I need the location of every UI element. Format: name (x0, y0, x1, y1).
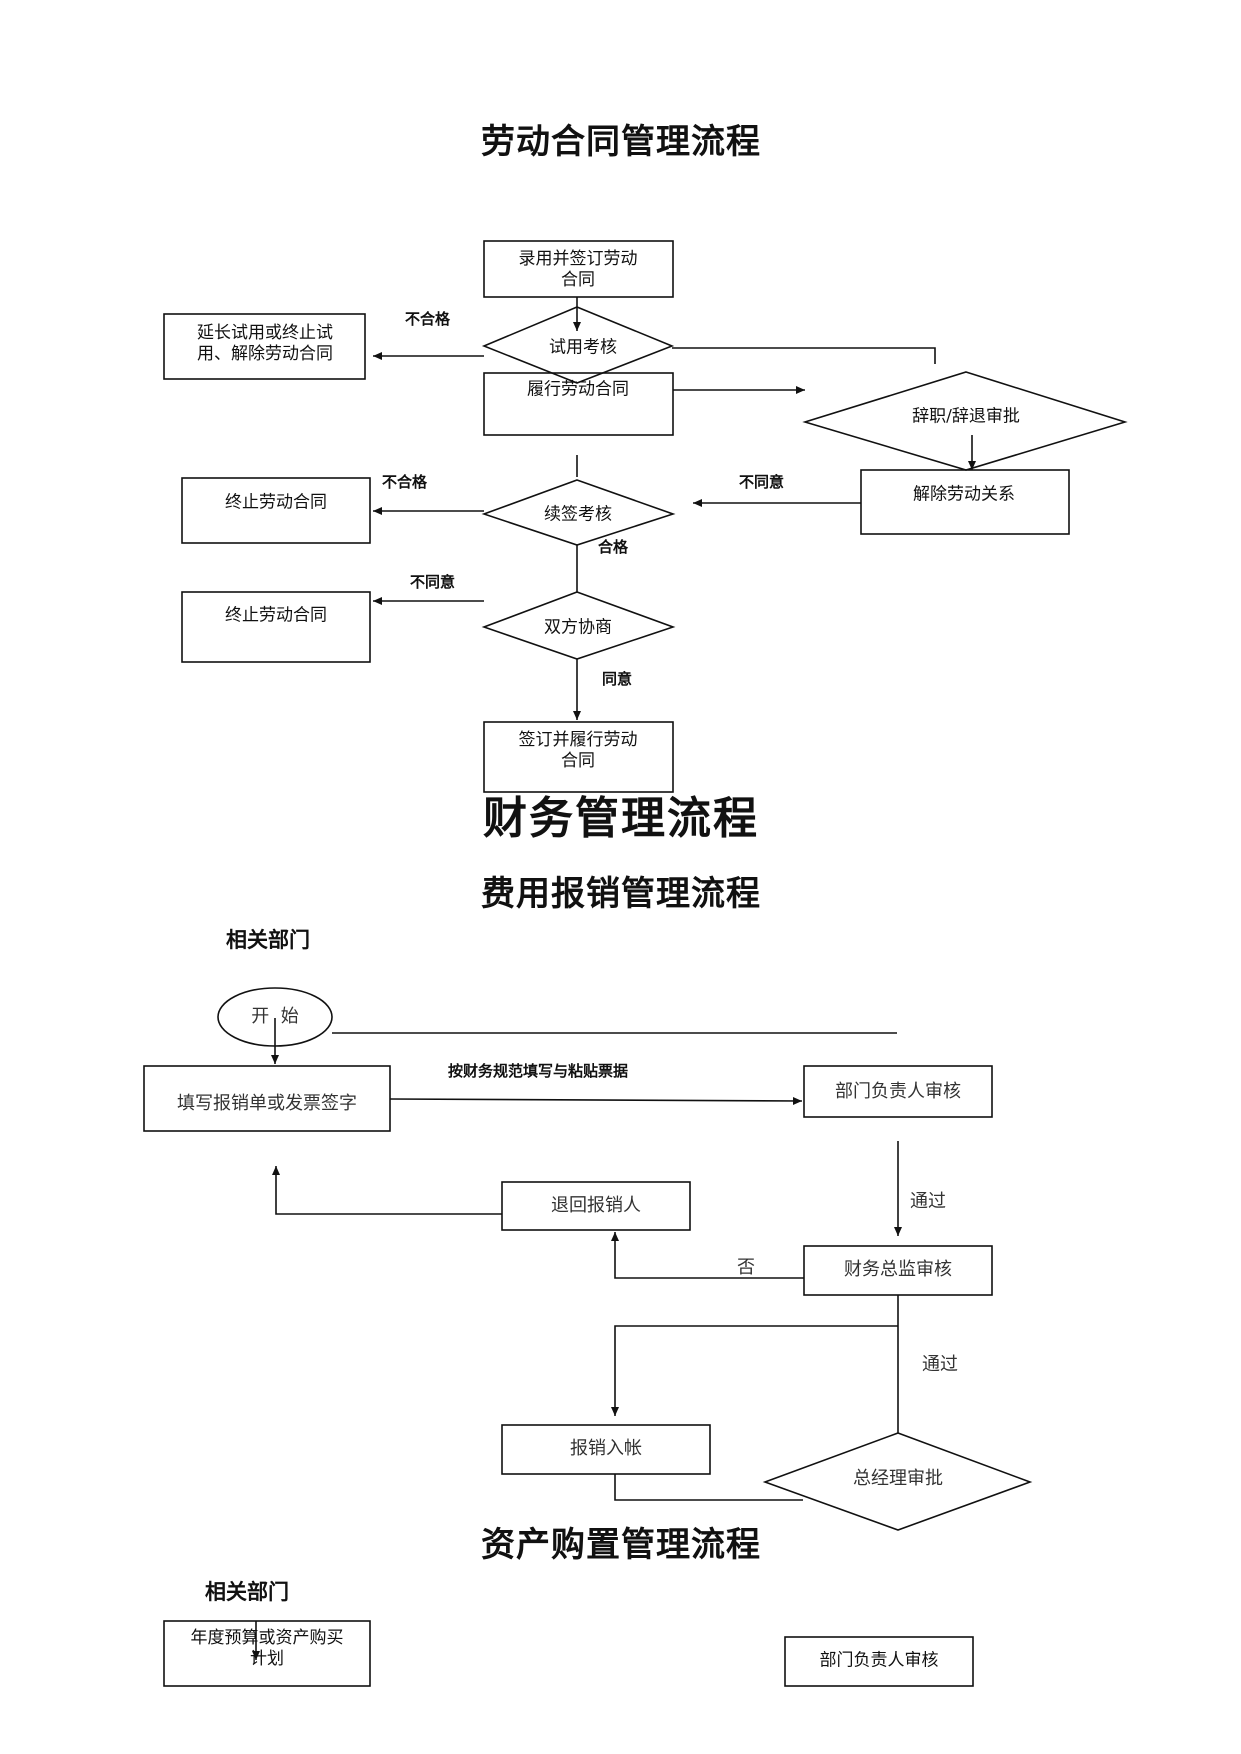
node-dept-head-review-label: 部门负责人审核 (835, 1081, 961, 1102)
node-return-to-claimant-label: 退回报销人 (551, 1195, 641, 1216)
node-reimburse-entry-label: 报销入帐 (570, 1438, 642, 1459)
node-resign-approval-label: 辞职/辞退审批 (912, 406, 1020, 427)
edge-label-disagree-2: 不同意 (410, 573, 456, 591)
edge-return-to-fill (272, 1166, 502, 1215)
edge-finance-to-reimburse (611, 1325, 898, 1416)
edge-gm-to-reimburse (614, 1474, 803, 1501)
node-probation-review-label: 试用考核 (549, 337, 617, 358)
edge-label-pass-1: 通过 (910, 1191, 946, 1212)
node-gm-approval-label: 总经理审批 (853, 1468, 943, 1489)
edge-label-pass-2: 通过 (922, 1354, 958, 1375)
node-box-dissolve-relation (860, 469, 1070, 535)
node-box-asset-dept-head-review (784, 1636, 974, 1687)
section3-dept-label: 相关部门 (205, 1580, 289, 1604)
section2-title: 费用报销管理流程 (481, 874, 761, 914)
node-diamond-probation-review (481, 306, 675, 384)
node-box-sign-contract (483, 240, 674, 298)
edge-label-qualified: 合格 (598, 538, 629, 556)
edge-label-unqualified-1: 不合格 (405, 310, 451, 328)
node-box-extend-probation (163, 313, 366, 380)
edge-label-unqualified-2: 不合格 (382, 473, 428, 491)
node-perform-contract-label: 履行劳动合同 (527, 379, 629, 400)
section2-dept-label: 相关部门 (226, 928, 310, 952)
node-asset-dept-head-review-label: 部门负责人审核 (819, 1650, 939, 1671)
edge-label-no: 否 (737, 1257, 755, 1278)
node-box-dept-head-review (803, 1065, 993, 1118)
edge-label-agree: 同意 (602, 670, 633, 688)
node-extend-probation-label: 延长试用或终止试 用、解除劳动合同 (197, 323, 333, 364)
node-box-return-to-claimant (501, 1181, 691, 1231)
node-box-terminate-contract-2 (181, 591, 371, 663)
edge-probation-to-resign (672, 347, 936, 364)
section1-title: 劳动合同管理流程 (481, 122, 761, 162)
node-start-label: 开 始 (251, 1006, 299, 1027)
edge-label-fill-per-rules: 按财务规范填写与粘贴票据 (448, 1062, 629, 1080)
node-box-annual-plan (163, 1620, 371, 1687)
edge-fill-to-dept-head (389, 1096, 803, 1105)
node-fill-form-label: 填写报销单或发票签字 (177, 1093, 357, 1114)
node-box-sign-and-perform (483, 721, 674, 793)
node-terminate-contract-1-label: 终止劳动合同 (225, 492, 327, 513)
node-box-perform-contract (483, 372, 674, 436)
node-renewal-review-label: 续签考核 (544, 504, 612, 525)
node-mutual-negotiation-label: 双方协商 (544, 617, 612, 638)
edge-label-disagree-1: 不同意 (739, 473, 785, 491)
node-dissolve-relation-label: 解除劳动关系 (913, 484, 1015, 505)
node-sign-and-perform-label: 签订并履行劳动 合同 (518, 730, 638, 771)
node-diamond-gm-approval (762, 1432, 1033, 1531)
node-finance-director-review-label: 财务总监审核 (844, 1259, 952, 1280)
node-box-fill-form (143, 1065, 391, 1132)
main-title: 财务管理流程 (483, 793, 759, 844)
node-annual-plan-label: 年度预算或资产购买 计划 (190, 1628, 344, 1669)
node-sign-contract-label: 录用并签订劳动 合同 (518, 249, 638, 290)
section3-title: 资产购置管理流程 (481, 1525, 761, 1565)
edge-finance-to-return (611, 1232, 804, 1279)
node-box-terminate-contract-1 (181, 477, 371, 544)
node-box-reimburse-entry (501, 1424, 711, 1475)
node-terminate-contract-2-label: 终止劳动合同 (225, 605, 327, 626)
